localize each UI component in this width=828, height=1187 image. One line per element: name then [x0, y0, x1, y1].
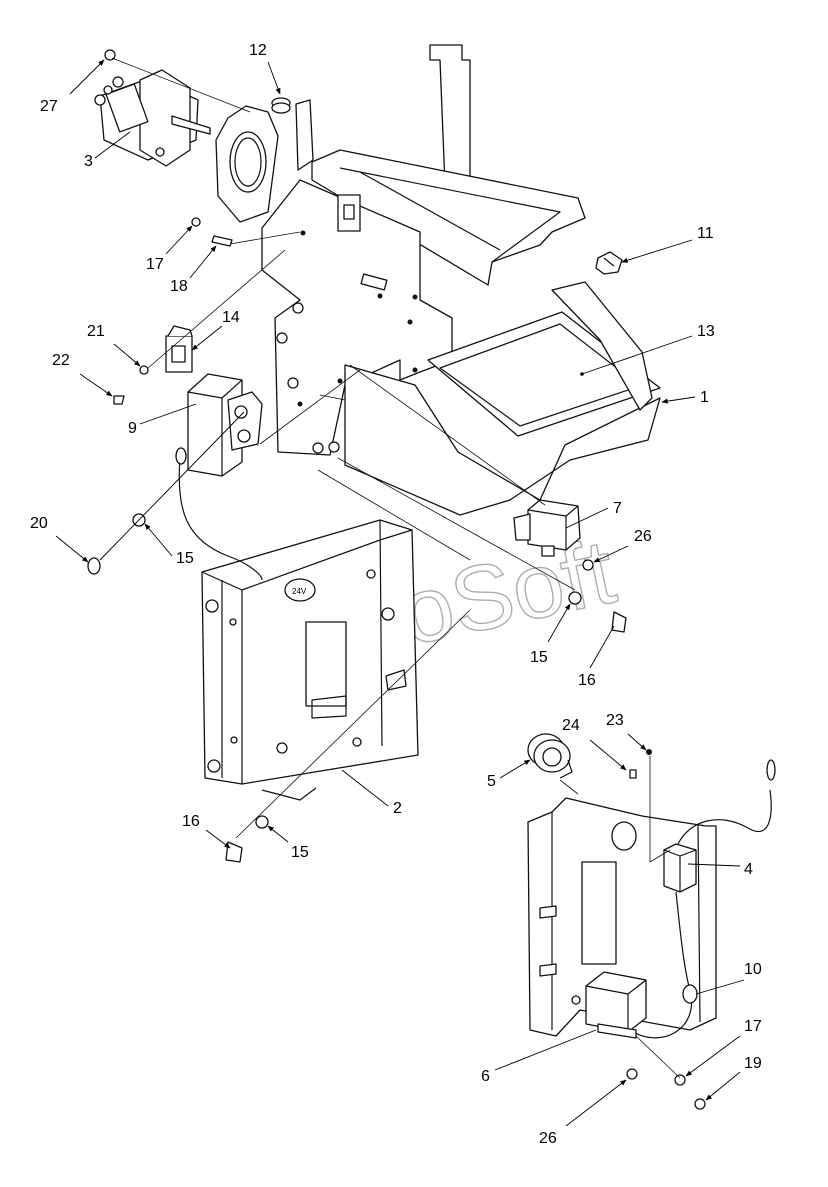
part-3-solenoid-switch	[94, 69, 211, 167]
part-12-grommet	[271, 97, 291, 114]
callout-2: 2	[393, 800, 402, 817]
part-6-flasher-unit	[585, 971, 647, 1039]
callout-15c: 15	[291, 844, 309, 861]
callout-15a: 15	[176, 550, 194, 567]
part-5-connector	[527, 733, 573, 779]
callout-5: 5	[487, 773, 496, 790]
callout-6: 6	[481, 1068, 490, 1085]
part-14-clip	[165, 325, 193, 373]
callout-23: 23	[606, 712, 624, 729]
callout-21: 21	[87, 323, 105, 340]
bracket-post	[295, 99, 314, 171]
callout-1: 1	[700, 389, 709, 406]
cable-lug	[175, 447, 187, 465]
ground-cable	[178, 457, 263, 581]
callout-11: 11	[697, 225, 714, 242]
callout-15b: 15	[530, 649, 548, 666]
callout-24: 24	[562, 717, 580, 734]
callout-12: 12	[249, 42, 267, 59]
callout-13: 13	[697, 323, 715, 340]
callout-26a: 26	[634, 528, 652, 545]
part-9-relay-block	[187, 373, 263, 477]
part-1-frame	[261, 44, 661, 516]
callout-17b: 17	[744, 1018, 762, 1035]
part-10-cable-clip	[682, 984, 698, 1004]
callout-10: 10	[744, 961, 762, 978]
nut-27	[104, 49, 116, 61]
callout-16b: 16	[182, 813, 200, 830]
assembly-lines	[111, 57, 681, 1079]
callout-19: 19	[744, 1055, 762, 1072]
relay-label: 24V	[292, 587, 307, 596]
solenoid-gasket	[215, 105, 279, 223]
callout-3: 3	[84, 153, 93, 170]
callout-14: 14	[222, 309, 240, 326]
callout-7: 7	[613, 500, 622, 517]
callout-27: 27	[40, 98, 58, 115]
callout-20: 20	[30, 515, 48, 532]
callout-17a: 17	[146, 256, 164, 273]
callout-4: 4	[744, 861, 753, 878]
part-2-cover-panel: 24V	[201, 519, 419, 801]
callout-18: 18	[170, 278, 188, 295]
callout-9: 9	[128, 420, 137, 437]
part-11-clip	[595, 251, 623, 275]
callout-22: 22	[52, 352, 70, 369]
part-7-relay	[513, 499, 581, 557]
callout-26b: 26	[539, 1130, 557, 1147]
callout-labels: 1 2 3 4 5 6 7 9 10 11 12 13	[30, 42, 762, 1147]
callout-16a: 16	[578, 672, 596, 689]
